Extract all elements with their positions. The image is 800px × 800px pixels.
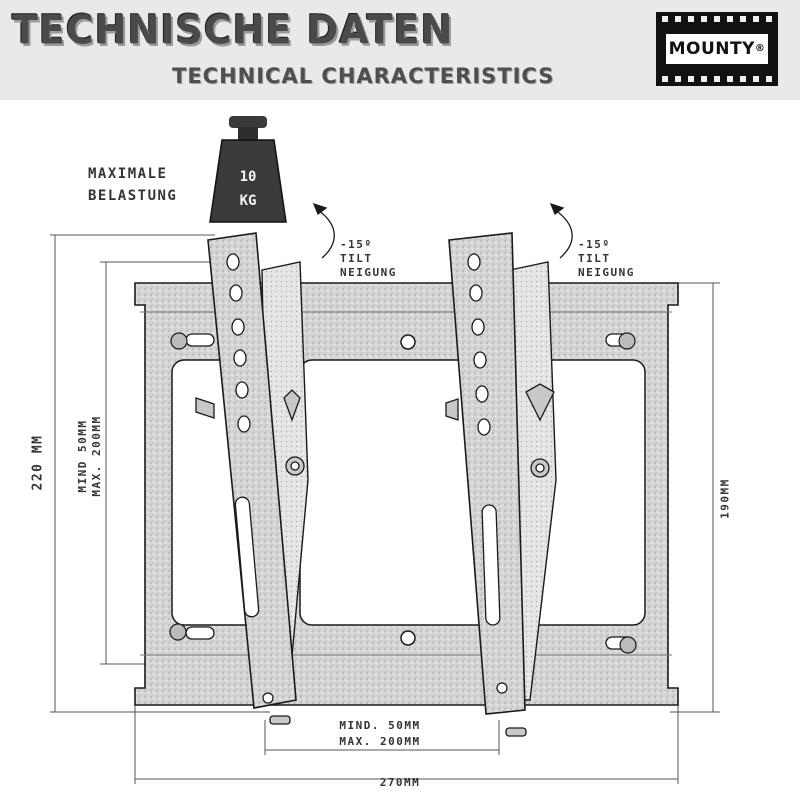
vesa-vertical-min: MIND 50MM xyxy=(76,419,89,493)
right-tilt-arm xyxy=(448,232,557,715)
max-load-value: 10 KG xyxy=(212,165,284,213)
brand-name: MOUNTY® xyxy=(666,34,768,64)
max-load-label-line1: MAXIMALE xyxy=(88,166,168,182)
tilt-en-right: TILT xyxy=(578,252,611,265)
wing-nuts xyxy=(195,383,555,737)
dimension-lines xyxy=(50,234,720,784)
film-strip-top xyxy=(662,16,772,22)
title-german: TECHNISCHE DATEN xyxy=(12,6,454,54)
tilt-angle-right: -15º xyxy=(578,238,611,251)
vesa-vertical-max: MAX. 200MM xyxy=(90,415,103,497)
mounty-logo: MOUNTY® xyxy=(656,12,778,86)
left-tilt-arm xyxy=(207,232,309,709)
tilt-label-right: -15º TILT NEIGUNG xyxy=(578,238,635,280)
max-load-number: 10 xyxy=(239,169,257,185)
wall-plate xyxy=(134,282,679,706)
tilt-arrows xyxy=(312,202,573,259)
total-width-label: 270MM xyxy=(379,776,421,789)
max-load-label: MAXIMALE BELASTUNG xyxy=(88,163,177,207)
tilt-angle-left: -15º xyxy=(340,238,373,251)
vesa-horizontal-max: MAX. 200MM xyxy=(339,735,421,748)
film-strip-bottom xyxy=(662,76,772,82)
tilt-en-left: TILT xyxy=(340,252,373,265)
tilt-de-right: NEIGUNG xyxy=(578,266,635,279)
vesa-horizontal-min: MIND. 50MM xyxy=(339,719,421,732)
vesa-vertical-label: MIND 50MM MAX. 200MM xyxy=(76,386,104,526)
max-load-unit: KG xyxy=(239,193,257,209)
total-height-label: 220 MM xyxy=(30,434,46,491)
vesa-horizontal-label: MIND. 50MM MAX. 200MM xyxy=(300,718,460,750)
arm-holes xyxy=(226,253,508,704)
tilt-label-left: -15º TILT NEIGUNG xyxy=(340,238,397,280)
plate-height-label: 190MM xyxy=(718,478,732,519)
max-load-label-line2: BELASTUNG xyxy=(88,188,178,204)
weight-icon xyxy=(209,116,287,223)
title-english: TECHNICAL CHARACTERISTICS xyxy=(172,64,555,88)
tilt-de-left: NEIGUNG xyxy=(340,266,397,279)
